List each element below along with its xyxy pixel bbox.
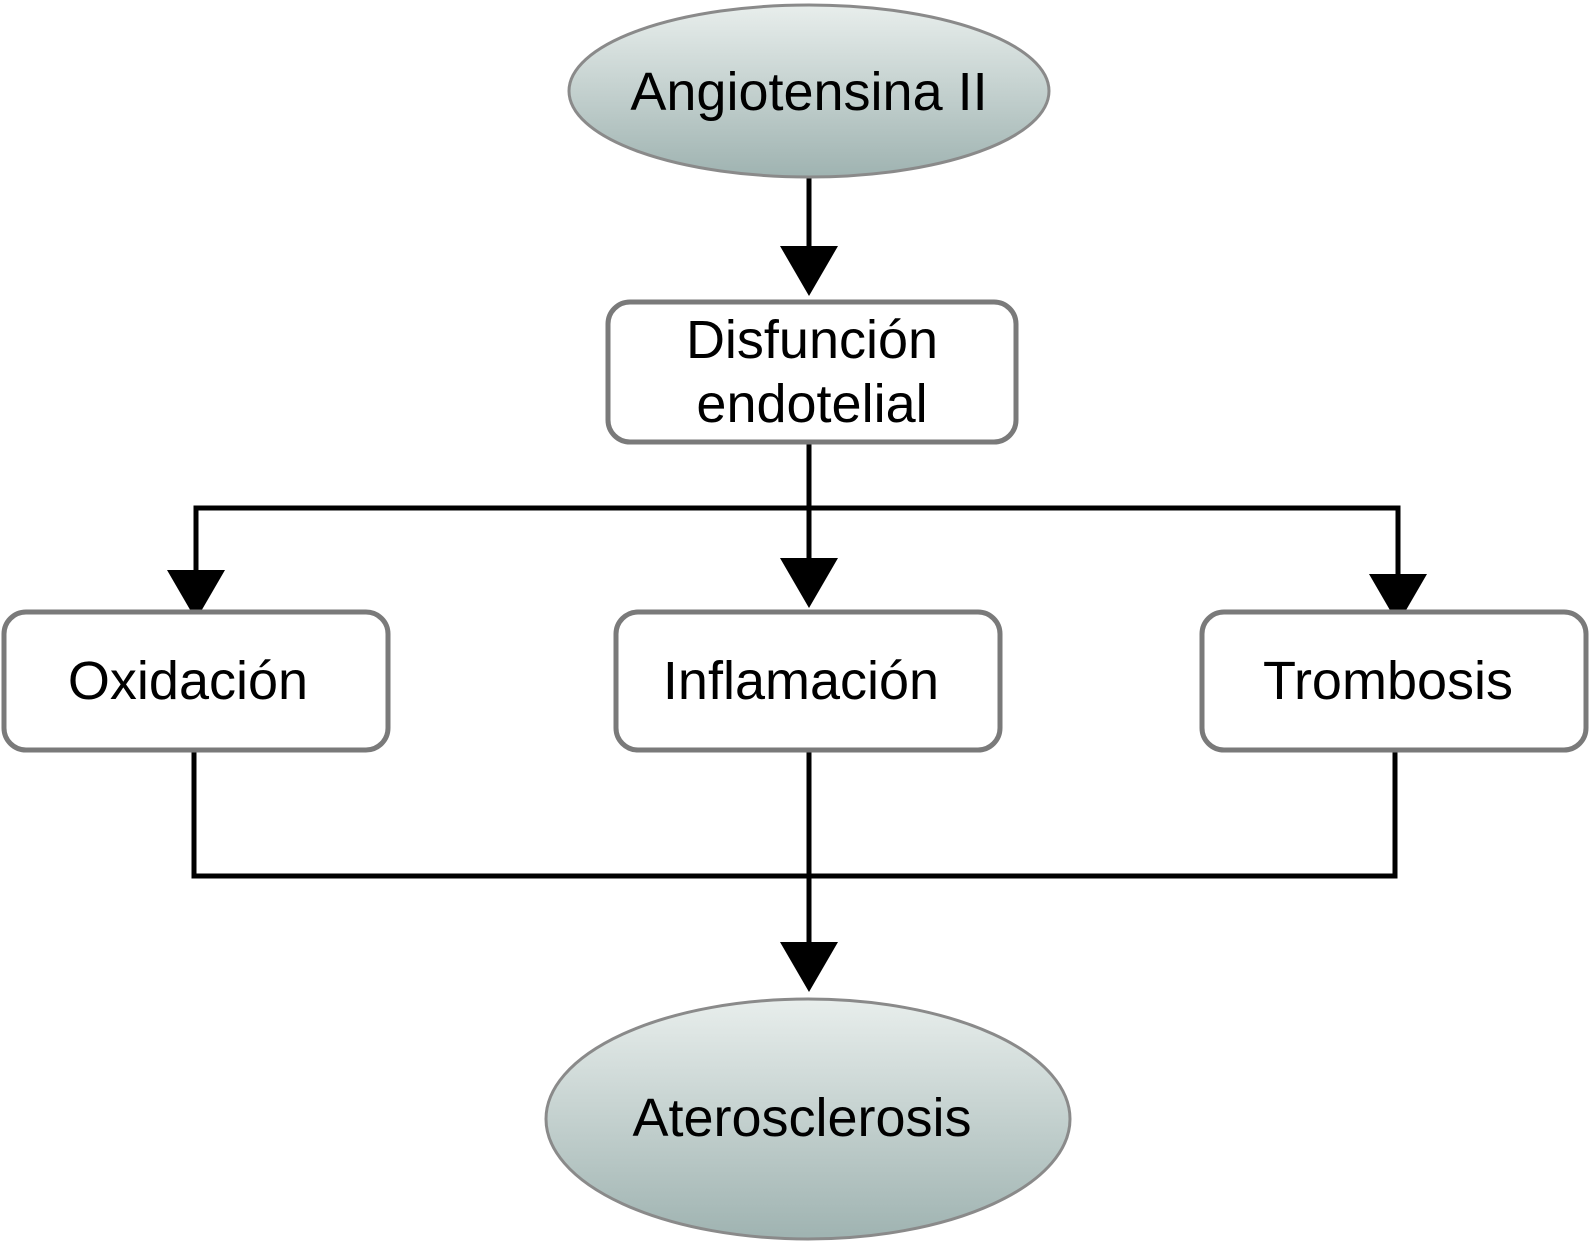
node-label: Trombosis <box>1263 651 1513 711</box>
node-label: Inflamación <box>663 651 939 711</box>
arrowhead-to-oxidacion <box>167 570 225 620</box>
arrowhead-to-trombosis <box>1369 574 1427 624</box>
arrowhead-to-aterosclerosis <box>780 942 838 992</box>
node-aterosclerosis: Aterosclerosis <box>544 997 1072 1241</box>
node-disfuncion-endotelial: Disfunción endotelial <box>605 299 1019 445</box>
box-shape <box>1 609 391 753</box>
box-shape <box>605 299 1019 445</box>
arrowhead-to-inflamacion <box>780 558 838 608</box>
node-oxidacion: Oxidación <box>1 609 391 753</box>
node-label-line1: Disfunción <box>686 310 938 370</box>
connector-branch-bar <box>193 505 1401 576</box>
connectors <box>167 178 1427 992</box>
ellipse-shape <box>567 3 1051 179</box>
node-label-line2: endotelial <box>696 374 927 434</box>
box-shape <box>613 609 1003 753</box>
node-label: Aterosclerosis <box>632 1088 971 1148</box>
node-label: Oxidación <box>68 651 308 711</box>
node-angiotensina-ii: Angiotensina II <box>567 3 1051 179</box>
arrowhead-to-disfuncion <box>780 246 838 296</box>
node-inflamacion: Inflamación <box>613 609 1003 753</box>
ellipse-shape <box>544 997 1072 1241</box>
node-trombosis: Trombosis <box>1199 609 1589 753</box>
connector-merge-bar <box>191 749 1398 879</box>
box-shape <box>1199 609 1589 753</box>
node-label: Angiotensina II <box>630 62 987 122</box>
